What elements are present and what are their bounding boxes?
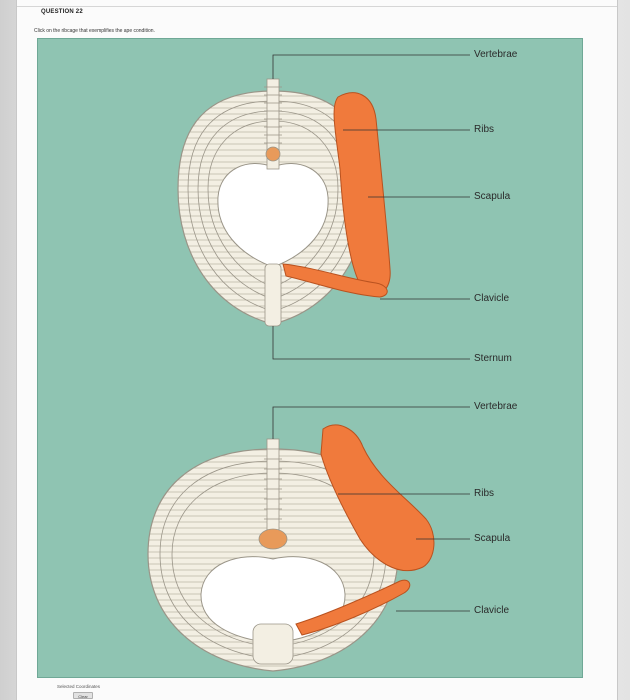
label-scapula-bottom: Scapula xyxy=(474,533,511,544)
question-panel: QUESTION 22 Click on the ribcage that ex… xyxy=(16,0,618,700)
leader-lines-top xyxy=(272,54,470,360)
label-vertebrae-top: Vertebrae xyxy=(474,49,518,60)
question-title: QUESTION 22 xyxy=(41,9,83,15)
ribcage-bottom[interactable] xyxy=(147,424,435,672)
clavicle-top xyxy=(282,263,388,298)
vertebral-body-top xyxy=(265,146,281,162)
label-clavicle-bottom: Clavicle xyxy=(474,605,510,616)
scapula-bottom xyxy=(320,424,435,572)
label-scapula-top: Scapula xyxy=(474,191,511,202)
label-sternum-top: Sternum xyxy=(474,353,512,364)
selected-coordinates-label: Selected Coordinates xyxy=(57,684,101,689)
vertebral-body-bottom xyxy=(258,528,288,550)
ribcage-top[interactable] xyxy=(177,78,391,327)
question-prompt: Click on the ribcage that exemplifies th… xyxy=(34,28,155,34)
clavicle-bottom xyxy=(295,579,411,636)
panel-divider xyxy=(17,6,617,7)
ribcage-diagram xyxy=(147,54,470,672)
label-ribs-bottom: Ribs xyxy=(474,488,495,499)
sternum-bottom xyxy=(252,623,294,665)
clear-button[interactable]: Clear xyxy=(73,692,93,699)
label-vertebrae-bottom: Vertebrae xyxy=(474,401,518,412)
leader-lines-bottom xyxy=(272,406,470,612)
sternum-top xyxy=(264,263,282,327)
hotspot-image[interactable]: Vertebrae Ribs Scapula Clavicle Sternum … xyxy=(37,38,583,678)
label-ribs-top: Ribs xyxy=(474,124,495,135)
label-clavicle-top: Clavicle xyxy=(474,293,510,304)
